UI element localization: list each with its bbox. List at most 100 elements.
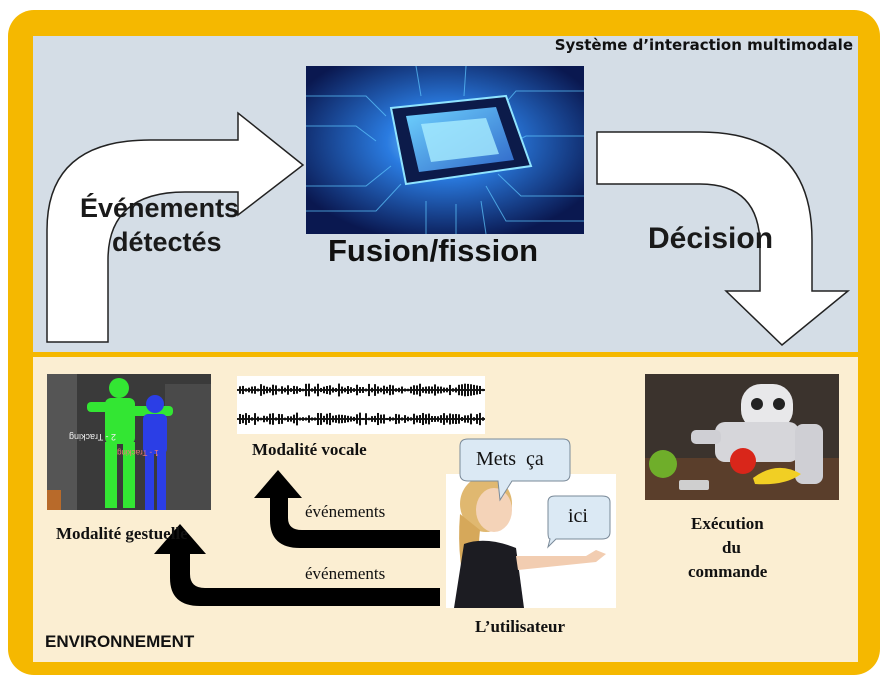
waveform-bar (254, 413, 256, 425)
waveform-bar (338, 414, 340, 424)
waveform-bar (296, 412, 298, 426)
waveform-bar (368, 383, 370, 397)
waveform-bar (461, 416, 463, 422)
waveform-bar (356, 414, 358, 424)
waveform-bar (275, 385, 277, 395)
waveform-bar (332, 387, 334, 393)
waveform-bar (287, 416, 289, 422)
execution-label-line1: Exécution (691, 514, 764, 533)
waveform-bar (272, 413, 274, 425)
waveform-bar (260, 417, 262, 421)
vocal-modality-label: Modalité vocale (252, 440, 367, 459)
waveform-bar (257, 388, 259, 392)
waveform-bar (317, 412, 319, 426)
waveform-bar (383, 414, 385, 424)
waveform-bar (410, 386, 412, 394)
waveform-bar (293, 385, 295, 395)
bubble-2-text: ici (568, 505, 588, 527)
waveform-bar (299, 417, 301, 421)
events-label-upper: événements (305, 502, 386, 521)
waveform-bar (395, 413, 397, 425)
waveform-bar (467, 415, 469, 423)
waveform-bar (302, 417, 304, 421)
waveform-bar (269, 387, 271, 393)
waveform-bar (470, 413, 472, 425)
waveform-bar (434, 384, 436, 396)
waveform-bar (416, 385, 418, 395)
waveform-bar (254, 386, 256, 394)
waveform-bar (275, 417, 277, 421)
execution-label-line3: commande (688, 562, 768, 581)
waveform-bar (251, 417, 253, 421)
waveform-bar (425, 414, 427, 424)
waveform-bar (440, 415, 442, 423)
waveform-bar (359, 387, 361, 393)
voice-waveform-image (237, 376, 485, 434)
waveform-bar (425, 386, 427, 394)
waveform-bar (374, 415, 376, 423)
waveform-bar (386, 386, 388, 394)
system-title: Système d’interaction multimodale (554, 36, 853, 54)
waveform-bar (308, 415, 310, 423)
waveform-bar (302, 388, 304, 392)
waveform-bar (239, 413, 241, 425)
waveform-bar (398, 414, 400, 424)
waveform-bar (239, 386, 241, 394)
waveform-bar (476, 385, 478, 395)
waveform-bar (380, 387, 382, 393)
waveform-bar (314, 417, 316, 421)
waveform-bar (467, 383, 469, 397)
waveform-bar (329, 385, 331, 395)
waveform-bar (245, 413, 247, 425)
waveform-bar (365, 413, 367, 425)
environment-title: ENVIRONNEMENT (45, 632, 195, 651)
waveform-bar (443, 413, 445, 425)
waveform-bar (473, 384, 475, 396)
waveform-bar (413, 413, 415, 425)
waveform-bar (323, 386, 325, 394)
waveform-bar (266, 386, 268, 394)
waveform-bar (311, 388, 313, 392)
waveform-bar (278, 413, 280, 425)
waveform-bar (248, 387, 250, 393)
waveform-bar (401, 417, 403, 421)
waveform-bar (452, 414, 454, 424)
waveform-bar (326, 385, 328, 395)
waveform-bar (458, 414, 460, 424)
waveform-bar (341, 414, 343, 424)
events-arrow-lower (154, 524, 440, 606)
waveform-bar (419, 383, 421, 397)
waveform-bar (284, 417, 286, 421)
waveform-bar (383, 385, 385, 395)
waveform-bar (242, 385, 244, 395)
waveform-bar (317, 383, 319, 397)
waveform-bar (311, 417, 313, 421)
waveform-bar (446, 415, 448, 423)
waveform-bar (338, 383, 340, 397)
waveform-bar (356, 384, 358, 396)
waveform-bar (245, 388, 247, 392)
waveform-bar (482, 388, 484, 392)
waveform-bar (350, 387, 352, 393)
waveform-bar (398, 387, 400, 393)
waveform-bar (347, 415, 349, 423)
fusion-fission-label: Fusion/fission (328, 233, 539, 268)
waveform-bar (308, 383, 310, 397)
decision-arrow (596, 131, 851, 347)
waveform-bar (470, 384, 472, 396)
gesture-tracking-image: 2 - Tracking 1 - Tracking (47, 374, 211, 510)
waveform-bar (446, 387, 448, 393)
waveform-bar (482, 417, 484, 421)
waveform-bar (365, 388, 367, 392)
waveform-bar (455, 413, 457, 425)
waveform-bar (437, 386, 439, 394)
waveform-bar (353, 388, 355, 392)
waveform-bar (434, 416, 436, 422)
waveform-bar (347, 385, 349, 395)
waveform-bar (449, 384, 451, 396)
waveform-bar (476, 414, 478, 424)
waveform-bar (341, 386, 343, 394)
waveform-bar (335, 388, 337, 392)
waveform-bar (329, 412, 331, 426)
